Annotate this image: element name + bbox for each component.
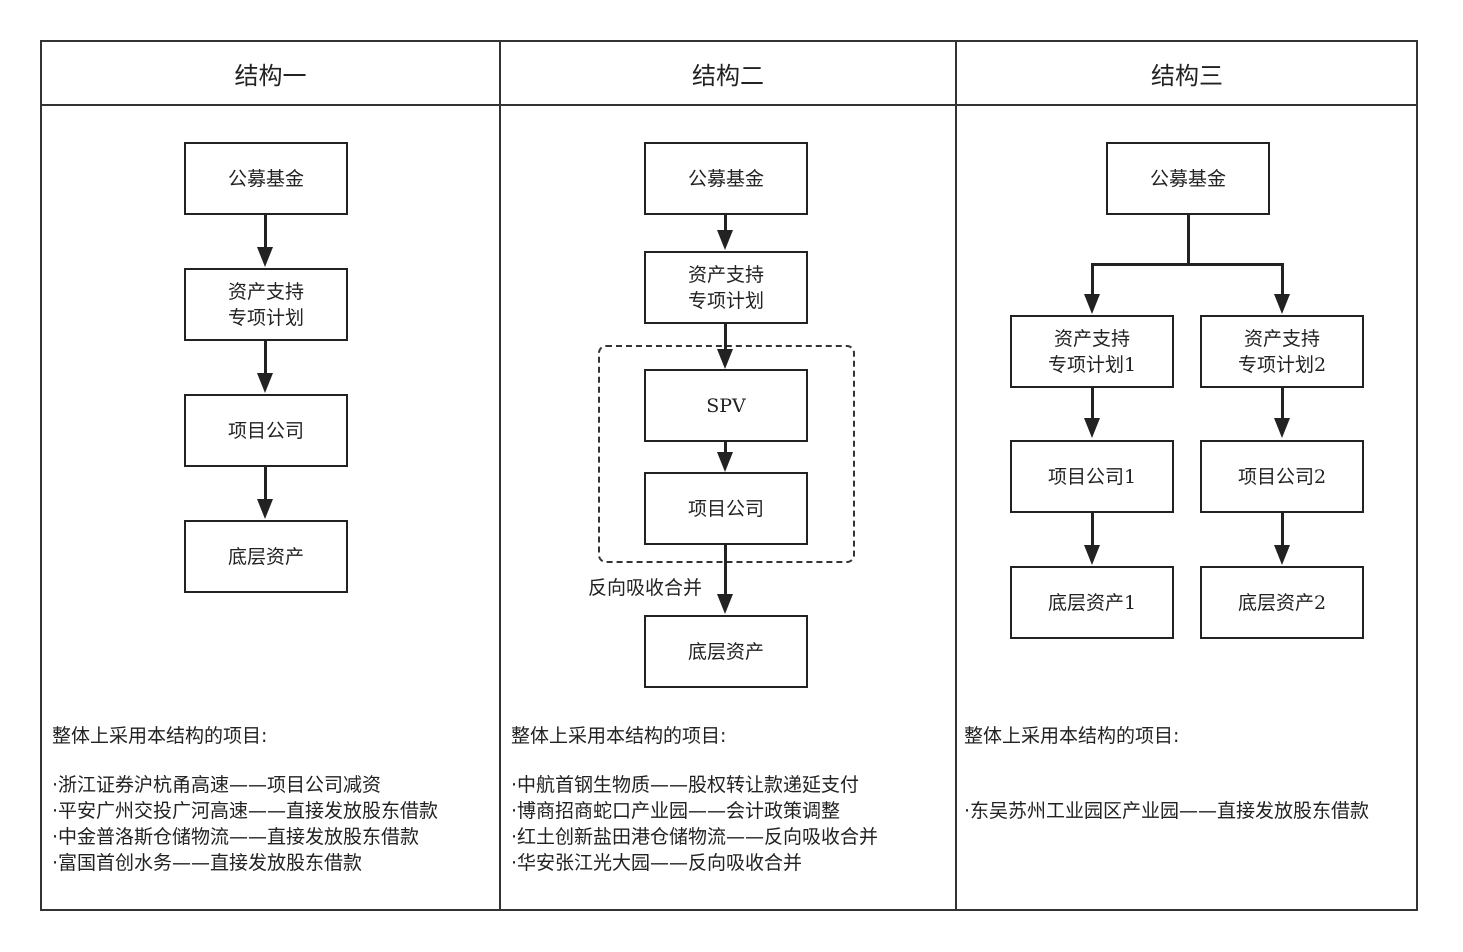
s3-node-project-company-2: 项目公司2 — [1200, 440, 1364, 513]
s3-node-abs-plan-2: 资产支持 专项计划2 — [1200, 315, 1364, 388]
list-item: ·浙江证券沪杭甬高速——项目公司减资 — [52, 774, 382, 796]
s1-node-public-fund: 公募基金 — [184, 142, 348, 215]
s3-project-list: ·东吴苏州工业园区产业园——直接发放股东借款 — [964, 798, 1369, 824]
s1-node-project-company: 项目公司 — [184, 394, 348, 467]
s2-connector — [724, 442, 727, 453]
s2-arrow-down-icon — [717, 230, 733, 250]
s3-node-abs-plan-1: 资产支持 专项计划1 — [1010, 315, 1174, 388]
s2-arrow-down-icon — [717, 349, 733, 369]
s1-arrow-down-icon — [257, 499, 273, 519]
s3-connector — [1281, 388, 1284, 419]
s3-arrow-down-icon — [1084, 545, 1100, 565]
s3-connector — [1281, 513, 1284, 546]
column-divider-2 — [955, 42, 957, 909]
list-item: ·中航首钢生物质——股权转让款递延支付 — [511, 774, 860, 796]
s3-arrow-down-icon — [1274, 418, 1290, 438]
s1-arrow-down-icon — [257, 373, 273, 393]
column-divider-1 — [499, 42, 501, 909]
s2-edge-label-reverse-merger: 反向吸收合并 — [586, 573, 705, 600]
s2-connector — [724, 324, 727, 350]
s2-projects-title: 整体上采用本结构的项目: — [511, 725, 727, 747]
header-structure-two: 结构二 — [692, 62, 764, 90]
list-item: ·华安张江光大园——反向吸收合并 — [511, 852, 803, 874]
s2-node-abs-plan: 资产支持 专项计划 — [644, 251, 808, 324]
s2-dashed-group — [598, 345, 855, 563]
header-structure-one: 结构一 — [234, 62, 307, 90]
header-divider — [42, 104, 1416, 106]
s3-node-public-fund: 公募基金 — [1106, 142, 1270, 215]
header-structure-three: 结构三 — [1151, 62, 1223, 90]
s2-arrow-down-icon — [717, 452, 733, 472]
list-item: ·红土创新盐田港仓储物流——反向吸收合并 — [511, 826, 879, 848]
s3-connector — [1091, 513, 1094, 546]
s3-projects-title: 整体上采用本结构的项目: — [964, 725, 1180, 747]
s1-connector — [264, 341, 267, 374]
s3-node-underlying-asset-2: 底层资产2 — [1200, 566, 1364, 639]
s3-arrow-down-icon — [1274, 545, 1290, 565]
list-item: ·富国首创水务——直接发放股东借款 — [52, 852, 363, 874]
s3-connector — [1281, 263, 1284, 295]
list-item: ·中金普洛斯仓储物流——直接发放股东借款 — [52, 826, 420, 848]
s2-node-spv: SPV — [644, 369, 808, 442]
list-item: ·东吴苏州工业园区产业园——直接发放股东借款 — [964, 800, 1370, 822]
s3-arrow-down-icon — [1084, 418, 1100, 438]
s2-node-underlying-asset: 底层资产 — [644, 615, 808, 688]
s2-node-public-fund: 公募基金 — [644, 142, 808, 215]
s1-arrow-down-icon — [257, 247, 273, 267]
s2-connector — [724, 545, 727, 595]
s3-connector — [1091, 263, 1094, 295]
s3-node-underlying-asset-1: 底层资产1 — [1010, 566, 1174, 639]
structure-comparison-table: 结构一 结构二 结构三 公募基金 资产支持 专项计划 项目公司 底层资产 整体上… — [40, 40, 1418, 911]
s2-project-list: ·中航首钢生物质——股权转让款递延支付 ·博商招商蛇口产业园——会计政策调整 ·… — [511, 772, 878, 876]
s1-projects-title: 整体上采用本结构的项目: — [52, 725, 268, 747]
s3-arrow-down-icon — [1084, 294, 1100, 314]
list-item: ·平安广州交投广河高速——直接发放股东借款 — [52, 800, 439, 822]
s1-connector — [264, 215, 267, 248]
s1-connector — [264, 467, 267, 500]
s2-node-project-company: 项目公司 — [644, 472, 808, 545]
s3-connector — [1187, 215, 1190, 265]
s3-connector — [1091, 388, 1094, 419]
s2-connector — [724, 215, 727, 231]
s3-node-project-company-1: 项目公司1 — [1010, 440, 1174, 513]
s1-node-abs-plan: 资产支持 专项计划 — [184, 268, 348, 341]
s2-arrow-down-icon — [717, 594, 733, 614]
s3-branch-connector — [1091, 263, 1284, 266]
s1-node-underlying-asset: 底层资产 — [184, 520, 348, 593]
list-item: ·博商招商蛇口产业园——会计政策调整 — [511, 800, 841, 822]
s3-arrow-down-icon — [1274, 294, 1290, 314]
s1-project-list: ·浙江证券沪杭甬高速——项目公司减资 ·平安广州交投广河高速——直接发放股东借款… — [52, 772, 438, 876]
